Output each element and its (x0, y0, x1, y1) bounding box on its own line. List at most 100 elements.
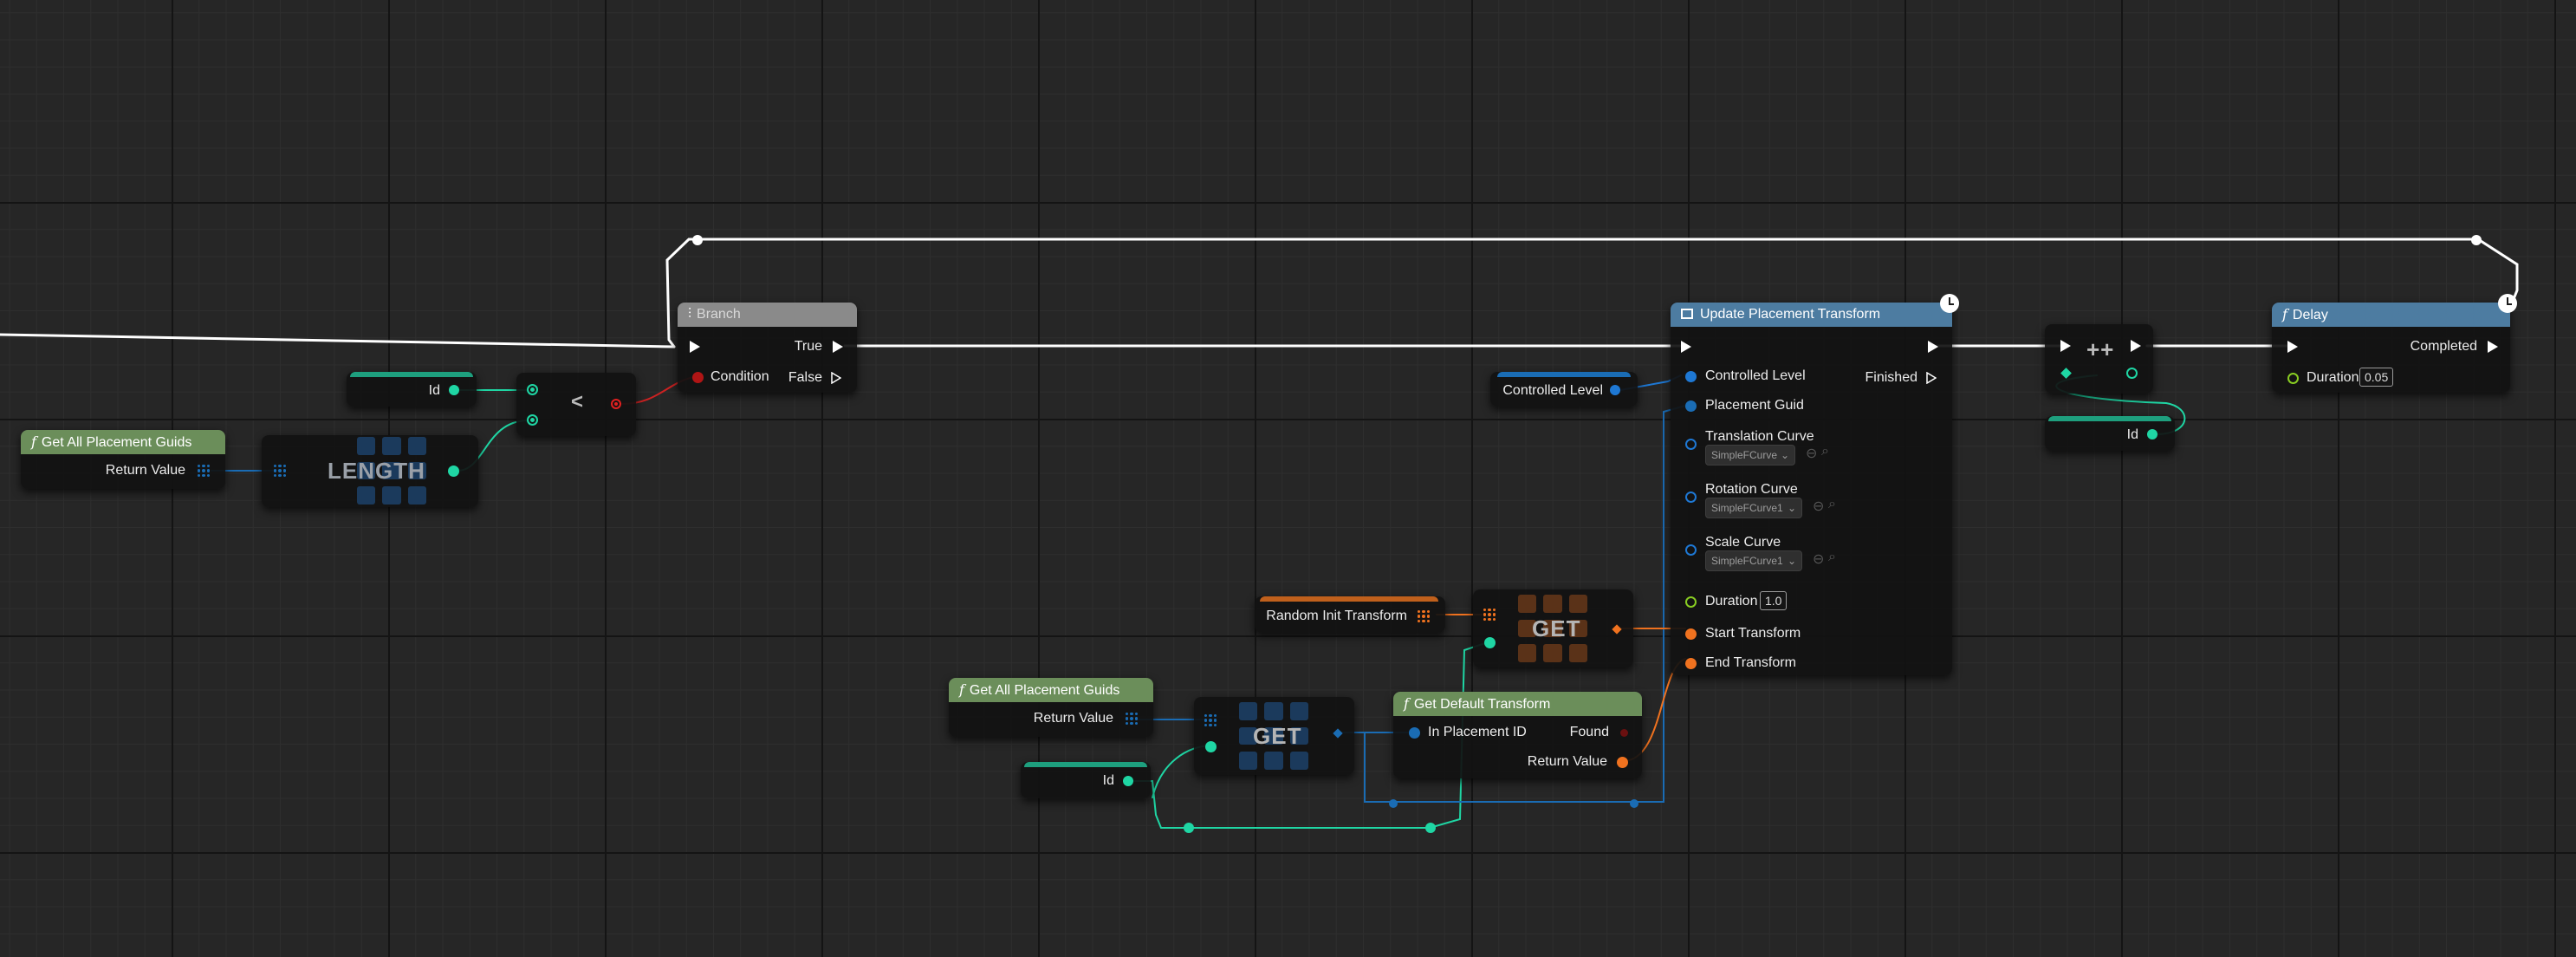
function-icon: f (2282, 306, 2287, 322)
placement-guid-label: Placement Guid (1705, 398, 1804, 413)
exec-input-pin[interactable] (1681, 341, 1691, 353)
transform-output-pin[interactable] (1612, 624, 1622, 635)
array-pin-icon[interactable] (198, 465, 210, 477)
exec-input-pin[interactable] (690, 341, 700, 353)
integer-output-pin[interactable] (448, 465, 459, 477)
less-than-node[interactable]: < (516, 373, 636, 436)
struct-output-pin[interactable] (1333, 728, 1343, 739)
branch-node[interactable]: ⫶Branch True Condition False (678, 303, 857, 393)
controlled-level-pin[interactable] (1685, 371, 1697, 382)
end-transform-pin[interactable] (1685, 658, 1697, 669)
exec-input-pin[interactable] (2060, 340, 2071, 352)
in-placement-id-pin[interactable] (1409, 727, 1420, 739)
node-title: Branch (697, 307, 741, 322)
rotation-curve-label: Rotation Curve (1705, 482, 1798, 497)
completed-pin-label: Completed (2410, 339, 2477, 354)
integer-input-pin-a[interactable] (527, 384, 538, 395)
length-label: LENGTH (328, 458, 425, 484)
variable-color-bar (2048, 416, 2171, 421)
controlled-level-label: Controlled Level (1705, 368, 1806, 383)
get-label: GET (1253, 723, 1302, 749)
integer-output-pin[interactable] (449, 385, 459, 395)
array-pin-icon[interactable] (1418, 610, 1430, 622)
reroute-knot-id-2 (1425, 823, 1436, 833)
get-array-item-node-2[interactable]: GET (1194, 697, 1354, 775)
duration-pin[interactable] (1685, 596, 1697, 608)
use-selected-icon[interactable]: ⊖ (1813, 552, 1825, 567)
placement-guid-pin[interactable] (1685, 400, 1697, 412)
false-exec-pin[interactable] (831, 372, 841, 384)
node-title: Get All Placement Guids (41, 435, 192, 450)
reroute-knot-guid-1 (1389, 799, 1398, 808)
integer-index-pin[interactable] (1205, 741, 1217, 752)
use-selected-icon[interactable]: ⊖ (1806, 446, 1818, 461)
exec-output-pin[interactable] (1928, 341, 1938, 353)
integer-output-pin[interactable] (2126, 368, 2138, 379)
use-selected-icon[interactable]: ⊖ (1813, 499, 1825, 514)
controlled-level-variable-node[interactable]: Controlled Level (1490, 372, 1638, 407)
exec-output-pin[interactable] (2131, 340, 2141, 352)
return-value-label: Return Value (1527, 754, 1607, 769)
scale-curve-dropdown[interactable]: SimpleFCurve1⌄ (1705, 550, 1802, 571)
latent-clock-icon (1940, 294, 1959, 313)
true-exec-pin[interactable] (833, 341, 843, 353)
integer-input-pin[interactable] (2060, 368, 2072, 379)
variable-color-bar (350, 372, 473, 377)
field-value: 0.05 (2365, 370, 2389, 384)
translation-curve-dropdown[interactable]: SimpleFCurve⌄ (1705, 445, 1795, 465)
browse-icon[interactable]: ⌕ (1828, 550, 1836, 564)
array-pin-icon[interactable] (1483, 609, 1496, 621)
bool-output-pin[interactable] (611, 399, 621, 409)
translation-curve-pin[interactable] (1685, 439, 1697, 450)
array-pin-icon[interactable] (1126, 713, 1138, 725)
finished-exec-pin[interactable] (1926, 372, 1937, 384)
update-placement-transform-node[interactable]: Update Placement Transform Finished Cont… (1671, 294, 1959, 675)
branch-icon: ⫶ (688, 307, 692, 322)
start-transform-pin[interactable] (1685, 628, 1697, 640)
translation-curve-label: Translation Curve (1705, 429, 1814, 444)
scale-curve-label: Scale Curve (1705, 535, 1781, 550)
rotation-curve-pin[interactable] (1685, 492, 1697, 503)
random-init-transform-variable-node[interactable]: Random Init Transform (1255, 596, 1445, 633)
dropdown-value: SimpleFCurve (1711, 449, 1778, 461)
browse-icon[interactable]: ⌕ (1821, 444, 1829, 459)
array-pin-icon[interactable] (274, 465, 286, 477)
integer-index-pin[interactable] (1484, 637, 1496, 648)
object-output-pin[interactable] (1610, 385, 1620, 395)
integer-output-pin[interactable] (2147, 429, 2157, 439)
variable-color-bar (1024, 762, 1147, 767)
rotation-curve-dropdown[interactable]: SimpleFCurve1⌄ (1705, 498, 1802, 518)
integer-input-pin-b[interactable] (527, 414, 538, 426)
length-node[interactable]: LENGTH (262, 435, 478, 507)
function-icon: f (31, 433, 36, 450)
reroute-knot-guid-2 (1630, 799, 1638, 808)
exec-input-pin[interactable] (2287, 341, 2298, 353)
id-variable-node-1[interactable]: Id (347, 372, 477, 407)
completed-exec-pin[interactable] (2488, 341, 2498, 353)
increment-node[interactable]: ++ (2045, 324, 2153, 394)
function-icon: f (1404, 695, 1409, 712)
id-variable-node-3[interactable]: Id (1021, 762, 1151, 798)
duration-input[interactable]: 1.0 (1760, 591, 1788, 610)
browse-icon[interactable]: ⌕ (1828, 497, 1836, 511)
get-label: GET (1532, 615, 1581, 641)
id-variable-node-2[interactable]: Id (2045, 416, 2175, 451)
array-pin-icon[interactable] (1204, 714, 1217, 726)
node-header: ⫶ Branch (678, 303, 857, 327)
integer-output-pin[interactable] (1123, 776, 1133, 786)
transform-output-pin[interactable] (1617, 757, 1628, 768)
condition-pin-label: Condition (711, 369, 769, 384)
get-array-item-node-1[interactable]: GET (1473, 589, 1633, 667)
duration-label: Duration (1705, 594, 1758, 609)
condition-input-pin[interactable] (692, 372, 704, 383)
duration-input[interactable]: 0.05 (2359, 368, 2394, 387)
found-output-pin[interactable] (1620, 729, 1628, 737)
duration-pin[interactable] (2287, 373, 2299, 384)
scale-curve-pin[interactable] (1685, 544, 1697, 556)
variable-color-bar (1260, 596, 1438, 602)
